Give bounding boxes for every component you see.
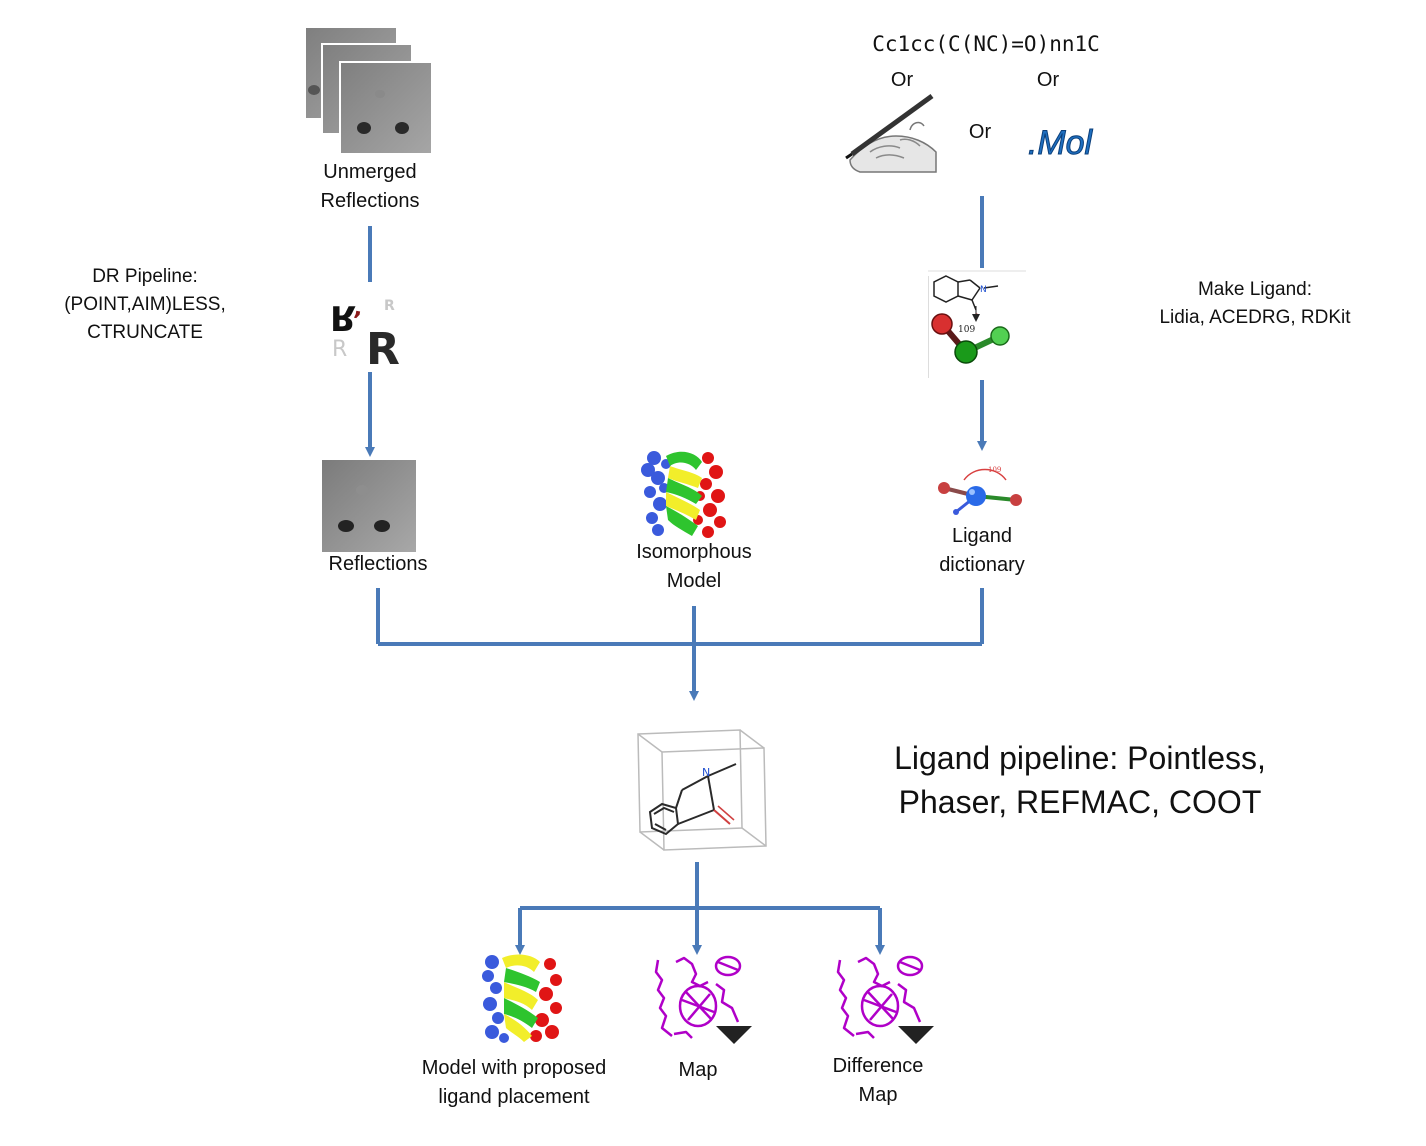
reflections-label: Reflections bbox=[328, 553, 428, 575]
ligand-geometry-icon: N o 109 bbox=[928, 270, 1026, 380]
unmerged-reflections-label: Unmerged Reflections bbox=[320, 161, 420, 212]
stacked-diffraction-images-icon bbox=[306, 28, 436, 156]
svg-text:N: N bbox=[702, 766, 710, 779]
difference-map-icon bbox=[834, 950, 934, 1044]
protein-helix-model-icon bbox=[640, 448, 730, 540]
map-label: Map bbox=[678, 1059, 718, 1081]
svg-text:R: R bbox=[332, 337, 347, 362]
or-label-right: Or bbox=[1036, 69, 1060, 91]
diffraction-image-icon bbox=[322, 460, 416, 552]
ligand-dictionary-label: Ligand dictionary bbox=[939, 525, 1025, 576]
svg-text:109: 109 bbox=[958, 325, 975, 335]
mol-file-label: .Mol bbox=[1027, 124, 1093, 163]
hand-drawing-icon bbox=[840, 92, 940, 174]
svg-text:R: R bbox=[330, 297, 356, 337]
make-ligand-annotation: Make Ligand: Lidia, ACEDRG, RDKit bbox=[1159, 279, 1351, 328]
difference-map-label: Difference Map bbox=[832, 1055, 924, 1106]
r-scaling-icon: R , R R R bbox=[326, 282, 412, 374]
ligand-in-box-icon: N bbox=[632, 724, 772, 860]
or-label-middle: Or bbox=[968, 121, 992, 143]
svg-text:N: N bbox=[980, 285, 987, 295]
svg-text:109: 109 bbox=[988, 466, 1001, 474]
svg-text:R: R bbox=[366, 324, 400, 374]
dr-pipeline-annotation: DR Pipeline: (POINT,AIM)LESS, CTRUNCATE bbox=[64, 266, 226, 343]
ligand-pipeline-annotation: Ligand pipeline: Pointless, Phaser, REFM… bbox=[894, 740, 1266, 820]
svg-text:R: R bbox=[384, 298, 395, 314]
isomorphous-model-label: Isomorphous Model bbox=[636, 541, 752, 592]
smiles-string: Cc1cc(C(NC)=O)nn1C bbox=[872, 32, 1100, 56]
ligand-dictionary-icon: 109 bbox=[934, 462, 1030, 522]
protein-helix-model-icon bbox=[480, 952, 566, 1044]
or-label-left: Or bbox=[890, 69, 914, 91]
electron-density-map-icon bbox=[652, 950, 752, 1044]
model-with-ligand-label: Model with proposed ligand placement bbox=[421, 1057, 607, 1108]
